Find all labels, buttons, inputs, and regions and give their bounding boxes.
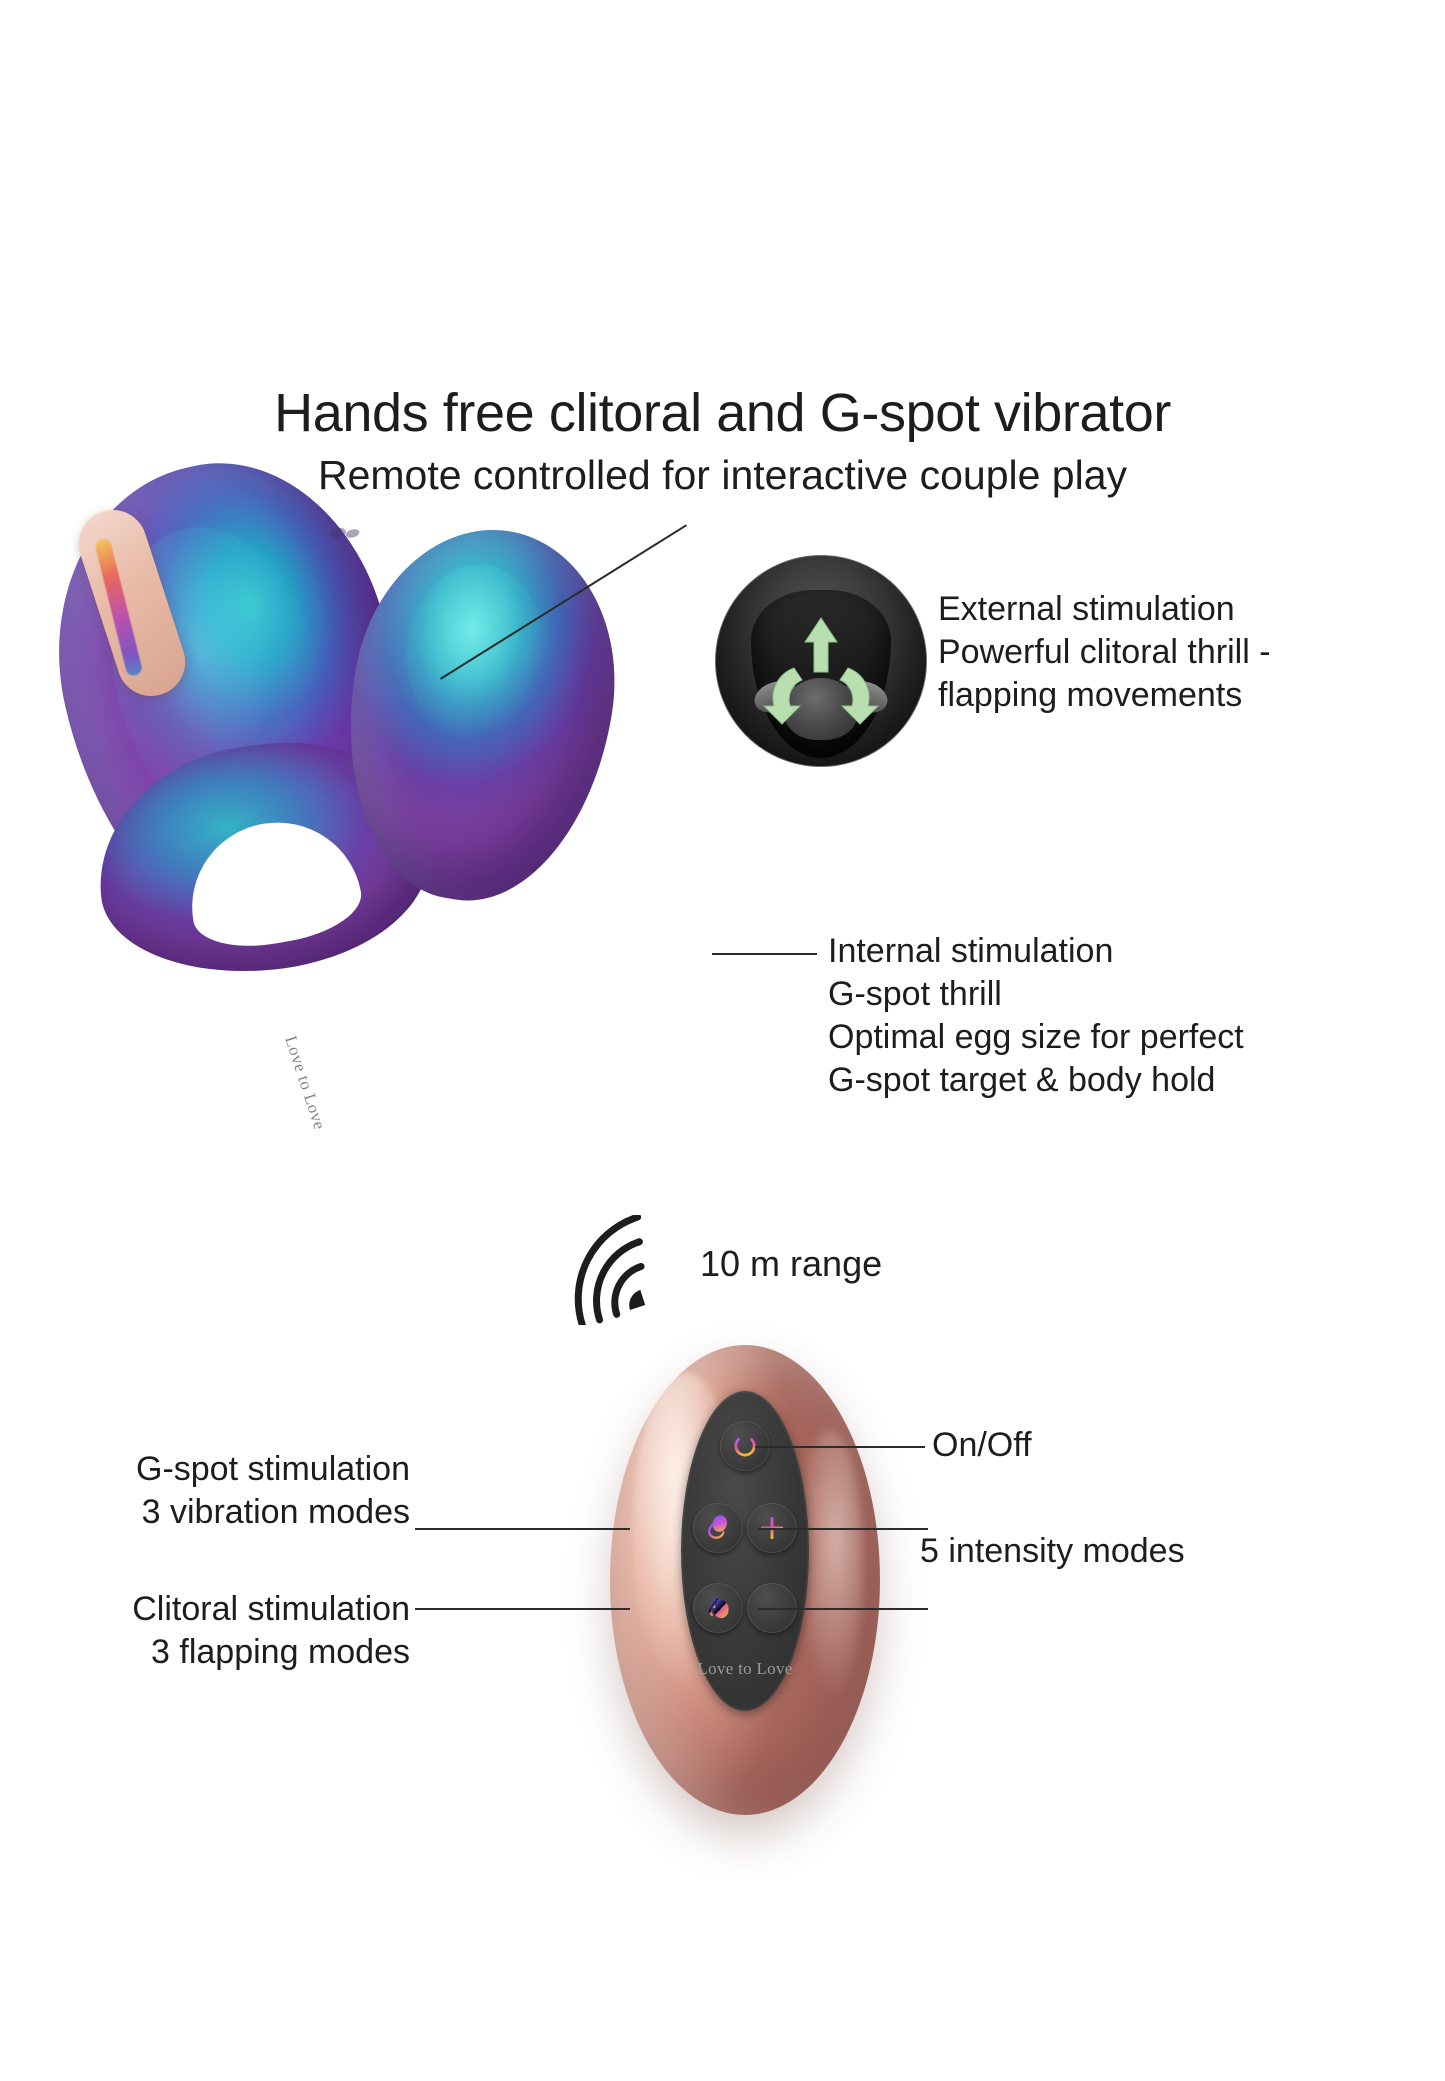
callout-internal-line-1: Internal stimulation xyxy=(828,932,1114,970)
external-stimulation-detail-circle xyxy=(715,555,927,767)
callout-external-line-2: Powerful clitoral thrill - xyxy=(938,633,1271,671)
clitoral-mode-button[interactable] xyxy=(693,1583,743,1633)
power-icon xyxy=(734,1434,756,1457)
leader-line-intensity-plus xyxy=(758,1528,928,1530)
arrow-curve-left-icon xyxy=(762,667,803,725)
leader-line-onoff xyxy=(755,1446,925,1448)
product-illustration: Love to Love xyxy=(19,432,680,1132)
callout-onoff: On/Off xyxy=(932,1424,1032,1467)
page-subtitle: Remote controlled for interactive couple… xyxy=(317,452,1128,498)
g-spot-mode-button[interactable] xyxy=(693,1503,743,1553)
page-title: Hands free clitoral and G-spot vibrator xyxy=(274,383,1171,443)
callout-clitoral-line-2: 3 flapping modes xyxy=(151,1633,410,1671)
g-spot-vibrator-icon xyxy=(708,1515,727,1539)
remote-control: Love to Love xyxy=(610,1345,880,1815)
callout-clitoral-stimulation: Clitoral stimulation 3 flapping modes xyxy=(40,1588,410,1674)
callout-internal-line-2: G-spot thrill xyxy=(828,975,1002,1013)
wireless-range-icon xyxy=(570,1213,690,1329)
clitoral-vibrator-icon xyxy=(708,1598,729,1619)
callout-gspot-line-1: G-spot stimulation xyxy=(136,1450,410,1488)
product-brand-emboss: Love to Love xyxy=(281,1033,330,1133)
arrow-up-icon xyxy=(804,617,838,673)
callout-gspot-stimulation: G-spot stimulation 3 vibration modes xyxy=(40,1448,410,1534)
leader-line-clitoral xyxy=(415,1608,630,1610)
callout-external-line-1: External stimulation xyxy=(938,590,1235,628)
callout-intensity-modes: 5 intensity modes xyxy=(920,1530,1185,1573)
remote-control-panel: Love to Love xyxy=(681,1391,809,1711)
callout-gspot-line-2: 3 vibration modes xyxy=(141,1493,410,1531)
arrow-curve-right-icon xyxy=(839,667,880,725)
range-label: 10 m range xyxy=(700,1243,883,1284)
callout-external-stimulation: External stimulation Powerful clitoral t… xyxy=(938,588,1271,717)
remote-brand-label: Love to Love xyxy=(697,1659,793,1678)
callout-external-line-3: flapping movements xyxy=(938,676,1243,714)
callout-internal-line-3: Optimal egg size for perfect xyxy=(828,1018,1244,1056)
callout-internal-line-4: G-spot target & body hold xyxy=(828,1061,1216,1099)
leader-line-internal xyxy=(712,953,817,955)
callout-clitoral-line-1: Clitoral stimulation xyxy=(132,1590,410,1628)
callout-intensity-label: 5 intensity modes xyxy=(920,1532,1185,1570)
leader-line-intensity-minus xyxy=(758,1608,928,1610)
flapping-motion-arrows xyxy=(762,617,880,725)
leader-line-gspot xyxy=(415,1528,630,1530)
callout-internal-stimulation: Internal stimulation G-spot thrill Optim… xyxy=(828,930,1244,1102)
callout-onoff-label: On/Off xyxy=(932,1426,1032,1464)
